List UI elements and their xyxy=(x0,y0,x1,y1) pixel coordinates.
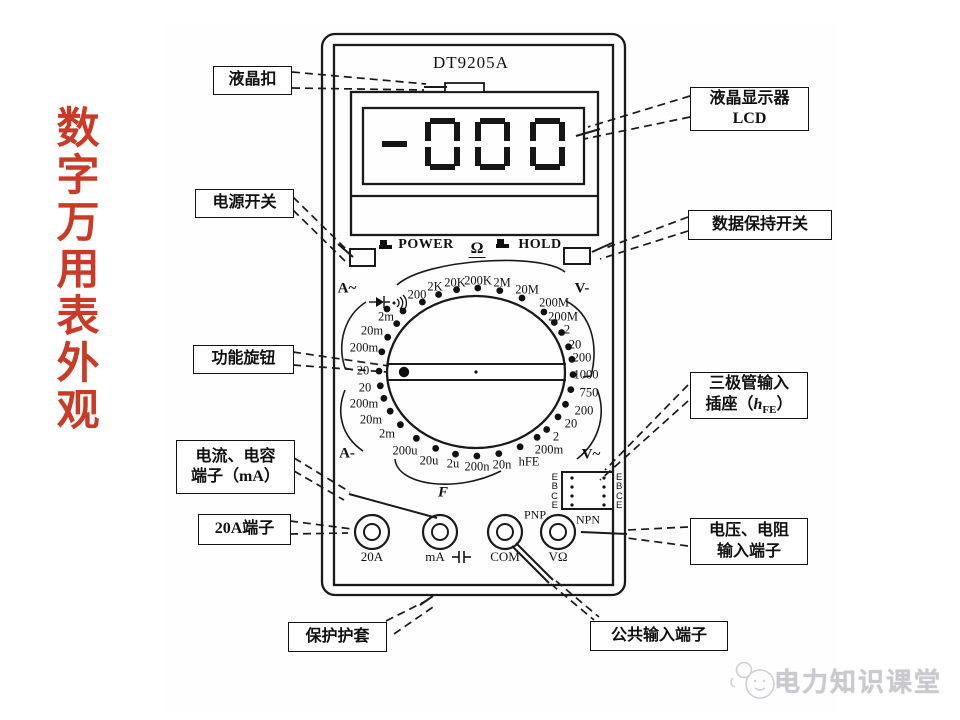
lcd-buckle-tab xyxy=(444,82,485,93)
dial-range-label: 200 xyxy=(407,287,427,302)
callout-common-terminal: 公共输入端子 xyxy=(590,621,728,651)
dial-range-label: 200u xyxy=(392,443,418,458)
dial-range-label: 20 xyxy=(358,380,372,395)
callout-connectors xyxy=(289,71,691,635)
dial-range-label: 20u xyxy=(419,453,439,468)
dial-range-label: 200 xyxy=(572,350,592,365)
ohm-section-bracket xyxy=(396,259,566,286)
terminal-label-mA: mA xyxy=(425,549,445,564)
page-title-vertical: 数字万用表外观 xyxy=(56,106,100,435)
watermark-logo-icon xyxy=(730,661,775,699)
dial-range-label: 20K xyxy=(444,275,466,290)
terminal-label-VΩ: VΩ xyxy=(548,549,568,564)
dial-range-label: 2K xyxy=(427,279,443,294)
meter-body-outline xyxy=(320,32,627,597)
power-label: POWER xyxy=(398,237,454,252)
capacitance-bracket xyxy=(394,458,502,485)
section-ac-current: A~ xyxy=(337,280,357,297)
hold-button-icon xyxy=(496,239,509,248)
callout-lcd-buckle: 液晶扣 xyxy=(213,66,292,95)
callout-voltage-resistance-terminal: 电压、电阻 输入端子 xyxy=(690,518,808,565)
dial-range-label: 2m xyxy=(379,426,395,441)
dial-range-label: 2u xyxy=(446,456,460,471)
pnp-label: PNP xyxy=(523,507,547,522)
dial-position-dots xyxy=(375,284,577,460)
dial-range-label: 200M xyxy=(539,295,569,310)
lcd-digit xyxy=(530,118,565,170)
knob-pointer-dot xyxy=(398,366,410,378)
dial-range-label: 2M xyxy=(493,275,511,290)
dial-range-label: 20 xyxy=(564,416,578,431)
continuity-buzzer-icon xyxy=(392,294,408,312)
dial-range-label: 20 xyxy=(356,363,370,378)
callout-current-cap-terminal: 电流、电容 端子（mA） xyxy=(176,440,295,494)
callout-hfe-socket: 三极管输入 插座（hFE） xyxy=(690,372,808,419)
dial-range-label: 200m xyxy=(349,340,379,355)
hold-switch-button xyxy=(563,247,591,265)
callout-lcd-display: 液晶显示器 LCD xyxy=(690,87,809,131)
dial-range-label: 200 xyxy=(574,403,594,418)
dial-range-label: 2m xyxy=(378,309,394,324)
ac-voltage-bracket xyxy=(576,388,602,460)
dc-current-bracket xyxy=(339,389,364,452)
callout-connector-tips xyxy=(337,86,628,606)
callout-20a-terminal: 20A端子 xyxy=(198,514,291,545)
watermark-text: 电力知识课堂 xyxy=(774,666,943,697)
lcd-digit xyxy=(425,118,460,170)
watermark: 电力知识课堂 xyxy=(728,655,958,705)
model-number: DT9205A xyxy=(433,53,509,72)
section-dc-current: A- xyxy=(339,445,355,462)
callout-data-hold-switch: 数据保持开关 xyxy=(688,210,832,240)
dial-range-label: 2 xyxy=(552,429,560,444)
input-jacks xyxy=(353,513,577,551)
callout-protective-sleeve: 保护护套 xyxy=(288,622,387,652)
callout-power-switch: 电源开关 xyxy=(195,189,294,218)
meter-panel-outline xyxy=(332,43,615,587)
ohm-section-label: Ω xyxy=(468,240,486,258)
dial-range-label: 750 xyxy=(579,385,599,400)
lcd-display xyxy=(363,108,584,184)
dial-range-label: 1000 xyxy=(573,367,599,382)
capacitor-icon xyxy=(452,551,471,563)
dial-range-label: 200m xyxy=(349,396,379,411)
section-capacitance: F xyxy=(437,484,449,501)
section-dc-voltage: V- xyxy=(574,280,590,297)
power-button-icon xyxy=(379,240,392,249)
ac-current-bracket xyxy=(341,301,367,371)
terminal-label-20A: 20A xyxy=(360,549,384,564)
dial-range-label: 200M xyxy=(548,309,578,324)
dial-range-label: 20n xyxy=(492,457,512,472)
dial-range-label: 200n xyxy=(464,459,490,474)
dial-range-label: 20 xyxy=(568,337,582,352)
hold-label: HOLD xyxy=(518,237,562,252)
dial-range-label: 200m xyxy=(534,442,564,457)
power-switch-button xyxy=(349,248,376,267)
lcd-digit xyxy=(475,118,510,170)
diode-icon xyxy=(369,296,390,308)
function-knob-graphic xyxy=(385,294,567,450)
dial-range-label: 2 xyxy=(563,322,571,337)
npn-label: NPN xyxy=(575,512,601,527)
dial-range-label: 20m xyxy=(359,412,383,427)
callout-function-knob: 功能旋钮 xyxy=(193,345,294,374)
lcd-minus-sign xyxy=(382,141,407,147)
section-ac-voltage: V~ xyxy=(581,446,601,463)
dial-range-label: hFE xyxy=(518,454,540,469)
lcd-window xyxy=(361,106,586,186)
dial-range-label: 20m xyxy=(360,323,384,338)
dial-range-label: 20M xyxy=(515,282,539,297)
dc-voltage-bracket xyxy=(565,300,595,378)
terminal-label-COM: COM xyxy=(490,549,520,564)
dial-range-label: 200K xyxy=(464,273,492,288)
hfe-socket-graphic xyxy=(561,471,614,510)
